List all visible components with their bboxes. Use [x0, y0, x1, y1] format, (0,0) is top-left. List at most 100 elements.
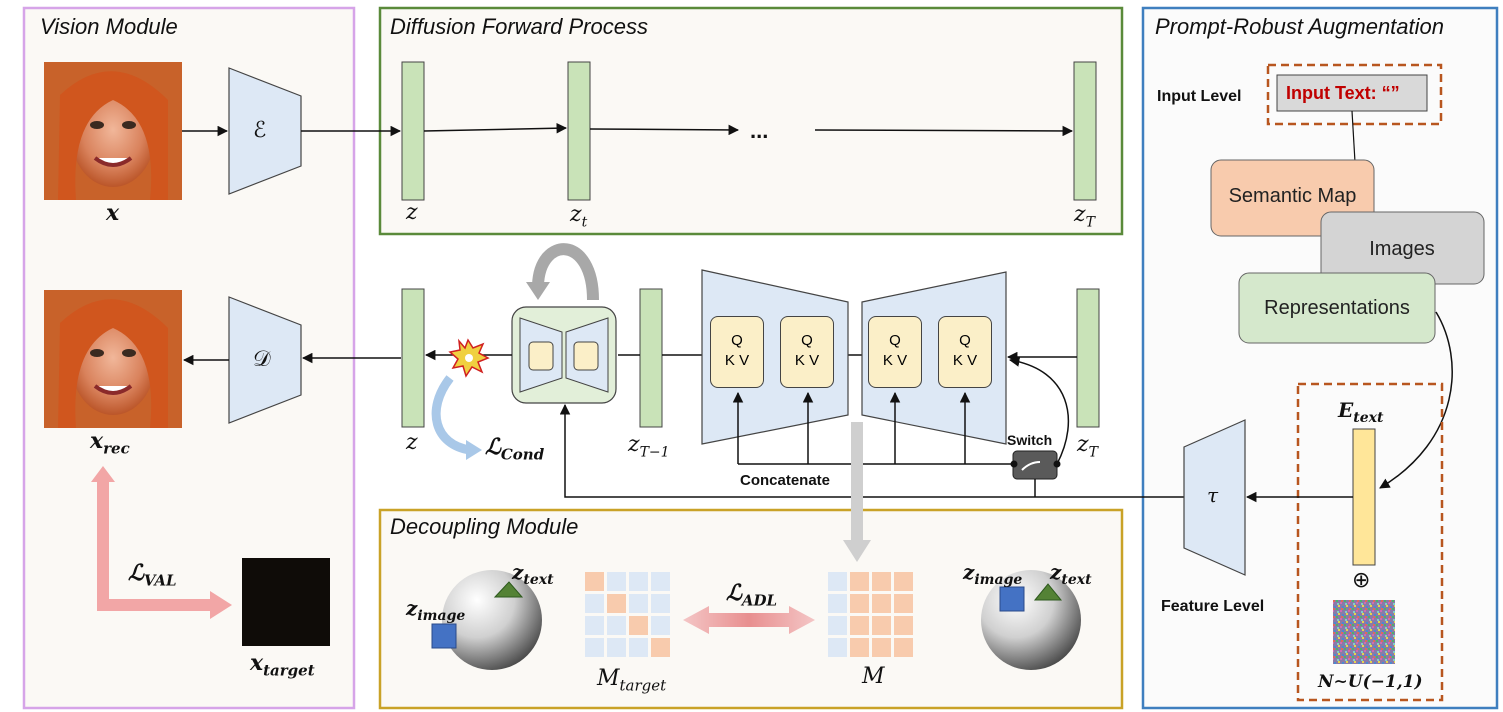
m-cell: [828, 616, 847, 635]
encoder-label: ℰ: [253, 118, 267, 143]
m-target-grid: [585, 572, 670, 657]
latent-z-reverse: [401, 288, 425, 428]
m-target-cell: [629, 638, 648, 657]
explosion-icon: [448, 338, 490, 378]
m-label: M: [862, 664, 885, 689]
e-text-label: Etext: [1338, 398, 1384, 426]
input-to-semantic-line: [1351, 110, 1356, 163]
zt-forward-label: zt: [570, 202, 588, 231]
latent-zt-forward: [567, 61, 591, 201]
reconstructed-face-image: [44, 290, 182, 428]
z-text-left-label: ztext: [512, 560, 554, 588]
gray-down-arrow-shaft: [851, 422, 863, 542]
z-image-square-right: [999, 586, 1025, 612]
m-target-cell: [585, 638, 604, 657]
diffusion-dots: ...: [750, 118, 769, 143]
mini-qkv-left: [528, 341, 554, 371]
cond-loss-arrow: [431, 375, 471, 455]
m-target-cell: [651, 572, 670, 591]
input-text-value: Input Text: “”: [1286, 83, 1400, 103]
representations-label: Representations: [1264, 296, 1410, 319]
m-target-cell: [607, 594, 626, 613]
m-cell: [894, 616, 913, 635]
images-label: Images: [1369, 237, 1435, 260]
m-cell: [894, 638, 913, 657]
m-cell: [894, 572, 913, 591]
val-loss-arrow: [97, 480, 212, 611]
m-cell: [872, 572, 891, 591]
semantic-map-label: Semantic Map: [1228, 185, 1357, 207]
switch-box[interactable]: [1012, 450, 1058, 480]
x-target-label: xtarget: [250, 650, 315, 680]
oplus-symbol: ⊕: [1352, 568, 1371, 593]
prompt-robust-title: Prompt-Robust Augmentation: [1155, 14, 1444, 39]
z-image-square-left: [431, 623, 457, 649]
arrow-z-to-zt: [423, 122, 568, 134]
latent-zT-1: [639, 288, 663, 428]
diffusion-forward-title: Diffusion Forward Process: [390, 14, 648, 39]
encoder-trapezoid: [228, 67, 302, 195]
switch-to-zT-arc: [1008, 356, 1070, 465]
latent-zT-forward: [1073, 61, 1097, 201]
loop-arrow: [532, 243, 599, 301]
e-text-bar: [1352, 428, 1376, 566]
loop-arrowhead: [526, 282, 550, 300]
m-target-cell: [651, 594, 670, 613]
m-target-cell: [585, 594, 604, 613]
input-text-box[interactable]: [1276, 74, 1428, 112]
zT-forward-label: zT: [1074, 202, 1095, 231]
m-cell: [828, 594, 847, 613]
cond-arrowhead: [466, 440, 482, 460]
input-level-dashed: [1266, 63, 1443, 126]
concatenate-label: Concatenate: [740, 472, 831, 489]
m-target-cell: [607, 616, 626, 635]
m-target-cell: [629, 572, 648, 591]
m-cell: [850, 638, 869, 657]
z-text-triangle-right: [1033, 583, 1063, 601]
feature-level-label: Feature Level: [1161, 598, 1265, 615]
z-image-left-label: zimage: [406, 596, 466, 624]
z-forward-label: z: [406, 200, 418, 225]
switch-label: Switch: [1007, 432, 1053, 448]
decoder-trapezoid: [228, 296, 302, 424]
arrow-dots-to-zT: [814, 125, 1074, 137]
val-loss-label: ℒVAL: [128, 560, 177, 590]
m-cell: [850, 572, 869, 591]
m-cell: [850, 594, 869, 613]
m-cell: [828, 638, 847, 657]
gray-down-arrowhead: [843, 540, 871, 562]
input-face-image: [44, 62, 182, 200]
x-rec-label: xrec: [90, 428, 130, 458]
tau-to-mini-line: [559, 403, 1185, 498]
m-cell: [872, 616, 891, 635]
vision-module-title: Vision Module: [40, 14, 178, 39]
adl-loss-label: ℒADL: [726, 580, 778, 610]
m-target-cell: [585, 572, 604, 591]
m-cell: [828, 572, 847, 591]
mini-qkv-right: [573, 341, 599, 371]
z-reverse-label: z: [406, 430, 418, 455]
z-text-triangle-left: [493, 581, 524, 598]
repr-to-etext-arrow: [1379, 311, 1453, 489]
diffusion-panel: [378, 6, 1124, 236]
input-level-label: Input Level: [1157, 88, 1242, 105]
decoupling-module-title: Decoupling Module: [390, 514, 579, 539]
val-arrowhead-right: [210, 591, 232, 619]
m-target-label: Mtarget: [597, 666, 667, 695]
adl-double-arrow: [683, 606, 815, 634]
m-cell: [850, 616, 869, 635]
representations-box: [1238, 272, 1436, 344]
z-image-right-label: zimage: [963, 560, 1023, 588]
noise-image: [1333, 600, 1395, 664]
m-target-cell: [651, 616, 670, 635]
val-arrowhead-up: [91, 466, 115, 482]
m-target-cell: [607, 572, 626, 591]
latent-z-forward: [401, 61, 425, 201]
m-cell: [894, 594, 913, 613]
latent-zT-reverse: [1076, 288, 1100, 428]
feature-level-dashed: [1296, 382, 1444, 702]
